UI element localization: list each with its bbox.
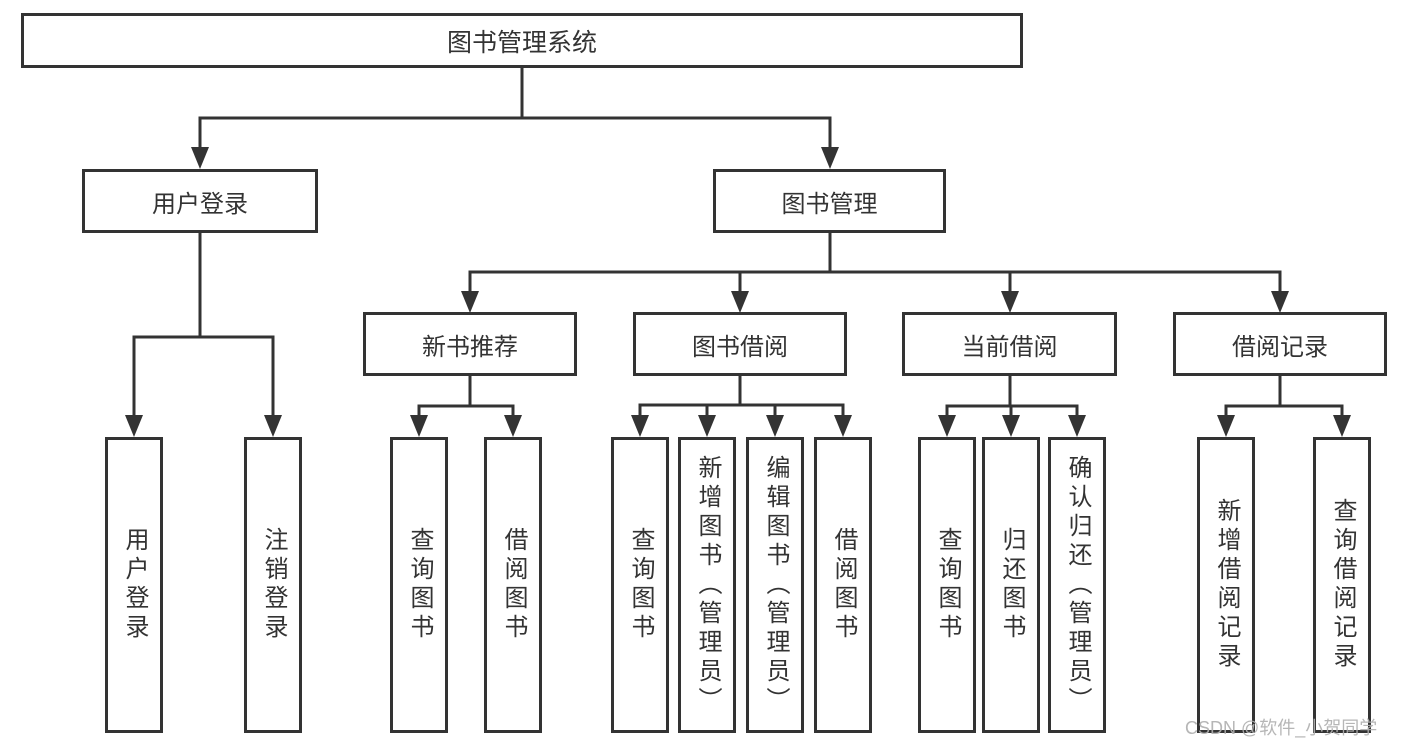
leaf-user-login: 用户登录 [105,437,163,733]
leaf-return-books: 归还图书 [982,437,1040,733]
leaf-label: 借阅图书 [830,527,857,643]
leaf-label: 用户登录 [121,527,148,643]
leaf-query-books-current: 查询图书 [918,437,976,733]
leaf-label: 新增借阅记录 [1213,498,1240,672]
node-current-borrowing: 当前借阅 [902,312,1117,376]
node-borrowing-records: 借阅记录 [1173,312,1387,376]
watermark: CSDN @软件_小贺同学 [1185,718,1378,738]
leaf-query-borrow-record: 查询借阅记录 [1313,437,1371,733]
leaf-query-books-borrow: 查询图书 [611,437,669,733]
leaf-add-books-admin: 新增图书（管理员） [678,437,736,733]
leaf-label: 确认归还（管理员） [1064,454,1091,716]
leaf-label: 查询图书 [934,527,961,643]
leaf-label: 归还图书 [998,527,1025,643]
leaf-add-borrow-record: 新增借阅记录 [1197,437,1255,733]
node-root: 图书管理系统 [21,13,1023,68]
leaf-label: 查询图书 [627,527,654,643]
arrowheads [125,147,1351,437]
node-new-book-recommendation: 新书推荐 [363,312,577,376]
leaf-label: 查询图书 [406,527,433,643]
node-book-management: 图书管理 [713,169,946,233]
leaf-label: 新增图书（管理员） [694,454,721,716]
leaf-query-books-recommend: 查询图书 [390,437,448,733]
leaf-label: 查询借阅记录 [1329,498,1356,672]
leaf-edit-books-admin: 编辑图书（管理员） [746,437,804,733]
leaf-label: 编辑图书（管理员） [762,454,789,716]
leaf-borrow-books-recommend: 借阅图书 [484,437,542,733]
node-book-borrowing: 图书借阅 [633,312,847,376]
leaf-label: 借阅图书 [500,527,527,643]
node-user-login: 用户登录 [82,169,318,233]
leaf-confirm-return-admin: 确认归还（管理员） [1048,437,1106,733]
leaf-logout: 注销登录 [244,437,302,733]
leaf-label: 注销登录 [260,527,287,643]
leaf-borrow-books-borrow: 借阅图书 [814,437,872,733]
